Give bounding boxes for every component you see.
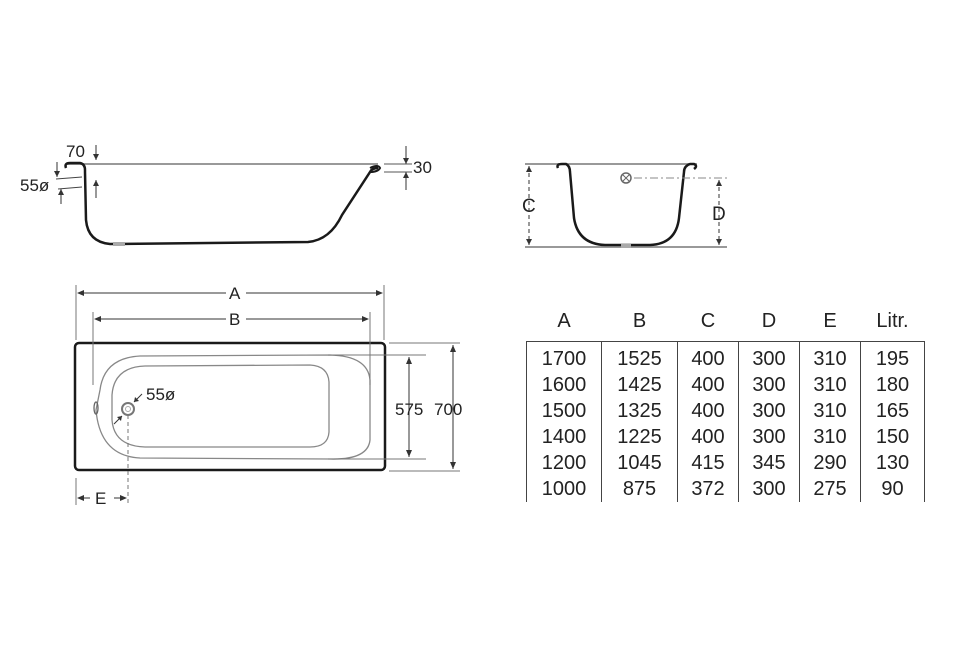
dimension-b-label: B: [229, 310, 241, 329]
column-header-a: A: [557, 310, 571, 332]
column-header-c: C: [700, 310, 716, 332]
table-cell: 300: [738, 476, 800, 502]
table-row: 1500 1325 400 300 310 165: [526, 398, 925, 424]
rim-thickness-label: 30: [413, 158, 432, 177]
table-cell: 400: [677, 424, 739, 450]
table-row: 1000 875 372 300 275 90: [526, 476, 925, 502]
column-header-e: E: [823, 310, 837, 332]
table-row: 1700 1525 400 300 310 195: [526, 341, 925, 372]
dimension-e-label: E: [95, 489, 107, 508]
table-cell: 300: [738, 424, 800, 450]
rim-height-label: 70: [66, 142, 85, 161]
table-cell: 1400: [526, 424, 602, 450]
column-header-d: D: [761, 310, 777, 332]
table-cell: 1600: [526, 372, 602, 398]
dimensions-table: A B C D E Litr. 1700 1525 400 300 310 19…: [526, 310, 925, 502]
plan-view-drawing: [73, 285, 460, 505]
table-cell: 400: [677, 341, 739, 372]
dimension-d-label: D: [712, 204, 726, 225]
table-cell: 400: [677, 372, 739, 398]
table-cell: 1225: [601, 424, 678, 450]
table-cell: 180: [860, 372, 925, 398]
table-cell: 130: [860, 450, 925, 476]
overflow-diameter-label: 55ø: [20, 176, 50, 195]
table-cell: 1500: [526, 398, 602, 424]
table-cell: 310: [799, 398, 861, 424]
table-cell: 1325: [601, 398, 678, 424]
table-cell: 150: [860, 424, 925, 450]
column-header-litres: Litr.: [876, 310, 909, 332]
table-cell: 1200: [526, 450, 602, 476]
dimension-a-label: A: [229, 284, 241, 303]
inner-width-label: 575: [395, 400, 424, 419]
table-cell: 372: [677, 476, 739, 502]
table-cell: 275: [799, 476, 861, 502]
table-cell: 1700: [526, 341, 602, 372]
side-view-drawing: [54, 145, 412, 246]
dimension-c-label: C: [522, 196, 536, 217]
table-cell: 875: [601, 476, 678, 502]
table-row: 1400 1225 400 300 310 150: [526, 424, 925, 450]
table-cell: 310: [799, 372, 861, 398]
table-row: 1600 1425 400 300 310 180: [526, 372, 925, 398]
table-cell: 345: [738, 450, 800, 476]
table-cell: 1045: [601, 450, 678, 476]
table-cell: 290: [799, 450, 861, 476]
table-cell: 90: [860, 476, 925, 502]
overall-width-label: 700: [434, 400, 463, 419]
table-header-row: A B C D E Litr.: [527, 310, 925, 342]
table-cell: 300: [738, 341, 800, 372]
table-cell: 1425: [601, 372, 678, 398]
table-cell: 415: [677, 450, 739, 476]
drain-diameter-label: 55ø: [146, 385, 176, 404]
table-cell: 1000: [526, 476, 602, 502]
table-cell: 300: [738, 398, 800, 424]
end-view-drawing: [525, 162, 727, 248]
table-cell: 300: [738, 372, 800, 398]
table-cell: 400: [677, 398, 739, 424]
column-header-b: B: [632, 310, 647, 332]
table-cell: 310: [799, 424, 861, 450]
table-row: 1200 1045 415 345 290 130: [526, 450, 925, 476]
table-cell: 310: [799, 341, 861, 372]
table-cell: 1525: [601, 341, 678, 372]
table-cell: 195: [860, 341, 925, 372]
table-cell: 165: [860, 398, 925, 424]
